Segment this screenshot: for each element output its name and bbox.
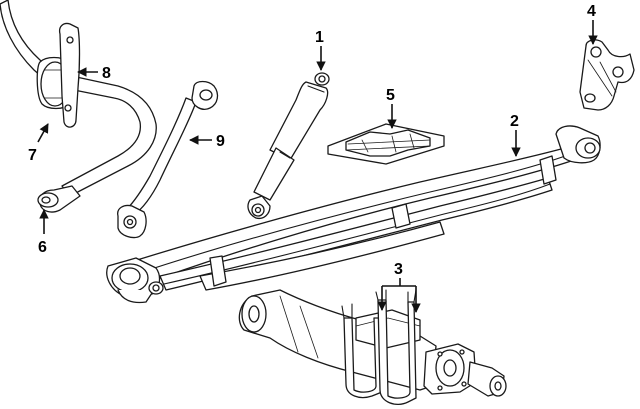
callout-8: 8 (102, 65, 111, 82)
callout-4: 4 (587, 3, 596, 20)
stabilizer-link (117, 80, 219, 239)
callout-1: 1 (315, 29, 324, 46)
callout-3: 3 (394, 261, 403, 278)
callout-5: 5 (386, 87, 395, 104)
leader-3-bracket (382, 278, 416, 287)
axle-housing (238, 289, 507, 397)
leader-7 (37, 123, 49, 143)
spring-shackle (579, 39, 635, 111)
callout-7: 7 (28, 147, 37, 164)
callout-6: 6 (38, 239, 47, 256)
spring-plate (327, 123, 445, 165)
leaf-spring (106, 125, 601, 304)
callout-2: 2 (510, 113, 519, 130)
callout-9: 9 (216, 133, 225, 150)
stabilizer-bracket (58, 22, 81, 128)
shock-absorber (247, 72, 330, 220)
callout-leaders (37, 20, 598, 313)
callout-labels: 1 2 3 4 5 6 7 8 9 (28, 3, 596, 278)
